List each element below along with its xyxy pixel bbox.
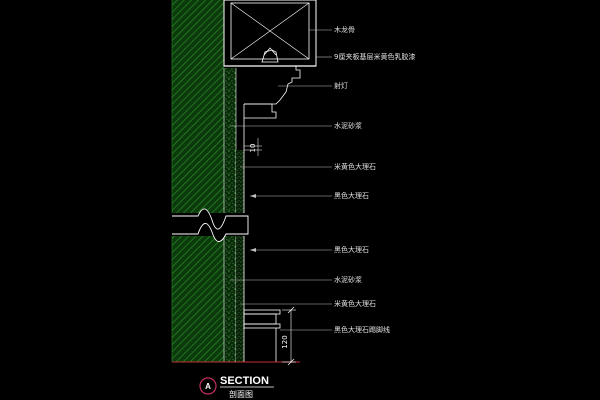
section-mark-letter: A — [205, 382, 211, 391]
dim-skirting-text: 120 — [281, 335, 289, 348]
label-black-marble-2: 黑色大理石 — [334, 245, 369, 254]
skirting — [243, 309, 281, 363]
dim-skirting: 120 — [281, 306, 296, 366]
label-group-10: 黑色大理石踢脚线 — [280, 325, 390, 334]
section-title: SECTION — [220, 375, 269, 387]
label-black-marble-1: 黑色大理石 — [334, 191, 369, 200]
label-group-8: 水泥砂浆 — [230, 275, 362, 284]
label-wood-keel: 木龙骨 — [334, 25, 355, 34]
label-plywood-paint: 9厘夹板基层米黄色乳胶漆 — [334, 52, 415, 61]
label-group-3: 射灯 — [278, 81, 348, 90]
annotations: 木龙骨 9厘夹板基层米黄色乳胶漆 射灯 水泥砂浆 米黄色大理石 黑色大理石 黑色… — [230, 25, 415, 334]
ceiling-box — [223, 0, 317, 67]
mortar-layer — [223, 68, 237, 362]
label-beige-marble-1: 米黄色大理石 — [334, 162, 376, 171]
label-group-2: 9厘夹板基层米黄色乳胶漆 — [316, 52, 415, 61]
label-group-9: 米黄色大理石 — [240, 299, 376, 308]
section-mark-circle — [199, 377, 217, 395]
label-group-7: 黑色大理石 — [250, 245, 369, 254]
label-mortar-2: 水泥砂浆 — [334, 275, 362, 284]
structural-wall — [171, 0, 224, 362]
break-line — [172, 208, 249, 242]
label-black-skirting: 黑色大理石踢脚线 — [334, 325, 390, 334]
label-group-6: 黑色大理石 — [250, 191, 369, 200]
label-spotlight: 射灯 — [334, 81, 348, 90]
section-subtitle: 剖面图 — [229, 389, 253, 399]
label-group-1: 木龙骨 — [309, 25, 355, 34]
label-mortar-1: 水泥砂浆 — [334, 121, 362, 130]
label-beige-marble-2: 米黄色大理石 — [334, 299, 376, 308]
dim-top-text: 10 — [249, 144, 257, 153]
marble-facing — [236, 150, 245, 362]
spotlight-cornice — [243, 47, 301, 150]
section-title-block: A SECTION 剖面图 — [199, 375, 274, 399]
dim-top: 10 — [244, 138, 262, 156]
label-group-4: 水泥砂浆 — [230, 121, 362, 130]
label-group-5: 米黄色大理石 — [240, 162, 376, 171]
